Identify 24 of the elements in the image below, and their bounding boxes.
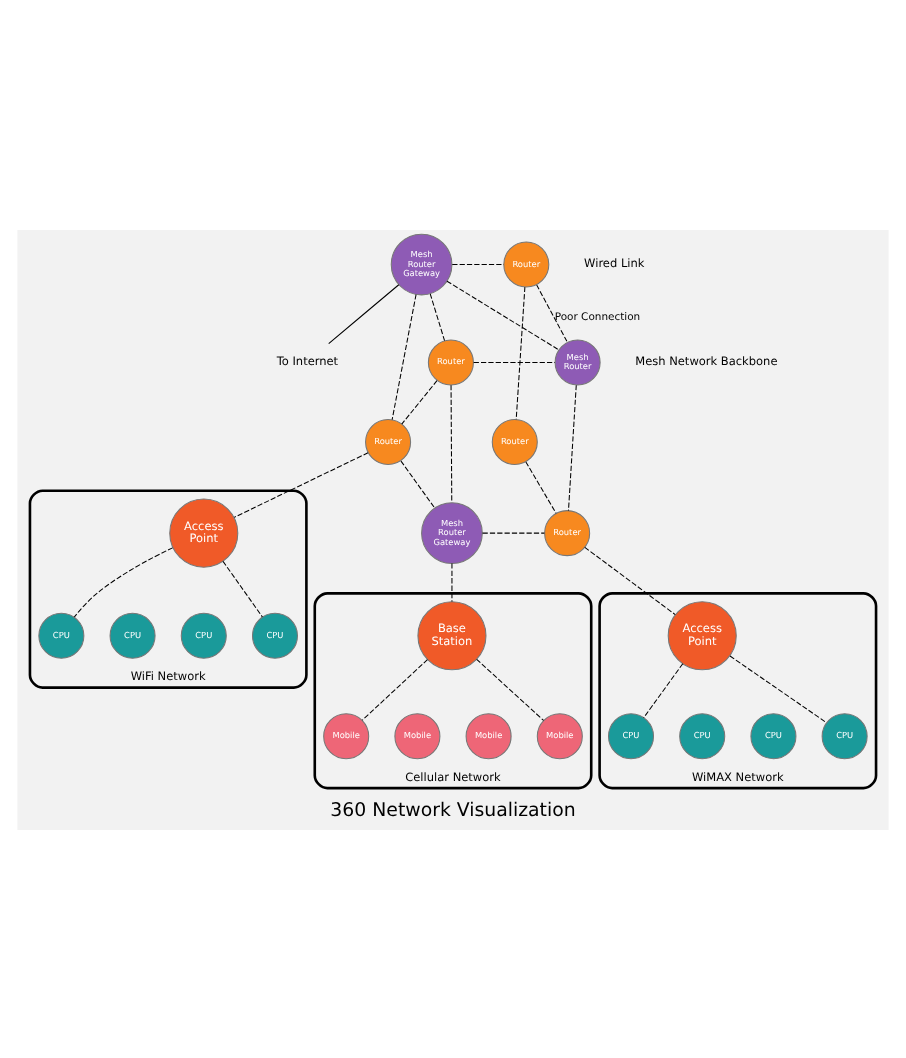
- connector: [515, 285, 526, 419]
- connector: [328, 283, 400, 344]
- connector: [584, 545, 676, 615]
- connector: [473, 360, 556, 362]
- connector: [476, 657, 545, 720]
- connector: [401, 379, 438, 424]
- connector: [643, 662, 684, 718]
- connector: [446, 279, 560, 350]
- connector: [536, 283, 568, 342]
- connector: [451, 263, 505, 265]
- connector: [525, 460, 557, 513]
- diagram-title: 360 Network Visualization: [330, 798, 576, 821]
- connector: [391, 293, 417, 420]
- connector: [233, 451, 369, 517]
- connector: [73, 546, 174, 617]
- connector: [451, 562, 453, 602]
- connector: [361, 658, 428, 720]
- connector: [567, 383, 577, 510]
- connector: [400, 459, 436, 508]
- connector: [729, 654, 827, 723]
- connector: [482, 531, 545, 533]
- connector: [450, 383, 453, 503]
- connector: [429, 292, 446, 341]
- connector: [222, 559, 263, 617]
